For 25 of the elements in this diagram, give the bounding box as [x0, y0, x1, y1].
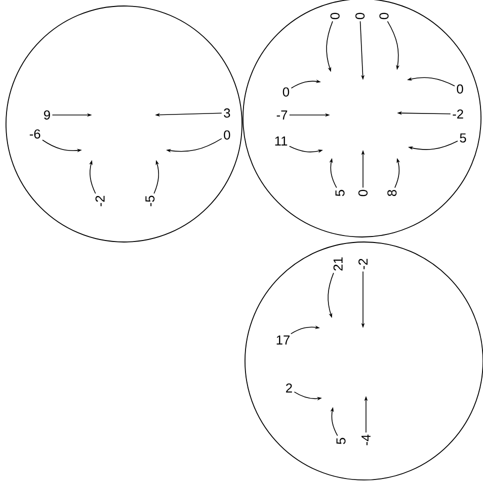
- number-label: 17: [276, 336, 290, 344]
- number-label: -5: [145, 196, 155, 206]
- number-label: 0: [379, 12, 389, 20]
- number-label: 5: [460, 133, 466, 143]
- number-label: 21: [333, 257, 343, 271]
- number-label: -2: [358, 258, 368, 270]
- number-label: 0: [282, 87, 290, 97]
- number-label: -2: [452, 109, 464, 119]
- number-label: 5: [336, 438, 346, 444]
- circle: [6, 6, 242, 242]
- number-label: 0: [358, 190, 368, 196]
- number-label: -2: [95, 196, 105, 206]
- number-label: 11: [275, 136, 288, 146]
- number-label: -7: [276, 110, 288, 120]
- number-label: 9: [44, 110, 50, 120]
- number-label: 0: [224, 130, 230, 140]
- number-label: 2: [286, 383, 292, 393]
- number-label: 3: [224, 108, 230, 118]
- number-label: 8: [387, 190, 397, 196]
- number-label: -6: [30, 129, 40, 139]
- number-label: 0: [330, 12, 340, 20]
- number-label: -4: [362, 434, 370, 446]
- number-label: 0: [355, 12, 365, 20]
- number-label: 0: [456, 84, 464, 94]
- number-label: 5: [335, 190, 345, 196]
